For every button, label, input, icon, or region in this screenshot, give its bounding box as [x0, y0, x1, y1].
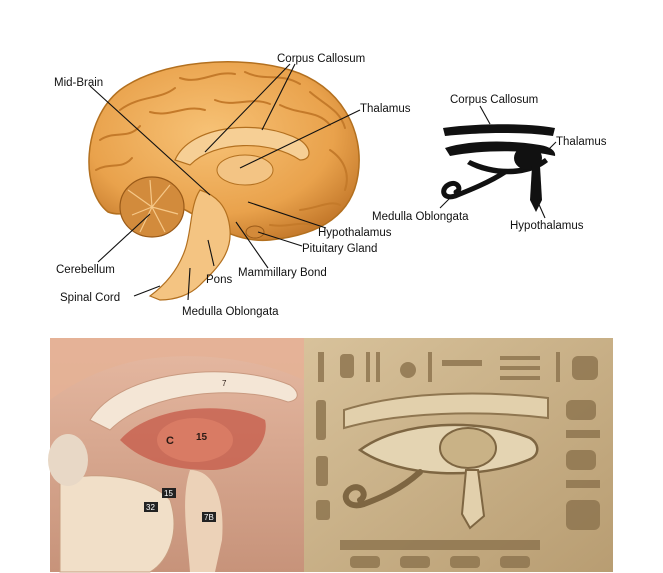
label-corpus-callosum: Corpus Callosum: [277, 53, 365, 65]
horus-spiral: [441, 169, 508, 200]
photo-corpus-callosum: [89, 371, 298, 431]
label-spinal-cord: Spinal Cord: [60, 292, 120, 304]
thalamus-shape: [216, 154, 274, 186]
eye-label-thalamus: Thalamus: [556, 136, 607, 148]
photo-marker-1: C: [166, 435, 174, 447]
photo-thalamus: [157, 418, 233, 462]
cerebrum-folds: [95, 71, 348, 227]
cerebellum-folds: [127, 179, 179, 233]
label-mid-brain: Mid-Brain: [54, 77, 103, 89]
photo-marker-2: 15: [196, 432, 208, 443]
photo-brainstem: [59, 475, 175, 573]
photo-cerebellum: [48, 434, 88, 486]
label-hypothalamus: Hypothalamus: [318, 227, 392, 239]
label-cerebellum: Cerebellum: [56, 264, 115, 276]
horus-lower-lid: [467, 158, 548, 175]
corpus-callosum-shape: [174, 126, 310, 166]
brain-leader-lines: [89, 63, 361, 301]
horus-eye-outline: [445, 141, 556, 156]
carved-spiral: [342, 469, 423, 509]
photo-marker-6: 7B: [204, 513, 214, 522]
brain-labels: Corpus Callosum Mid-Brain Thalamus Hypot…: [54, 53, 411, 318]
brain-section-photo: C 15 7 15 32 7B: [48, 338, 304, 573]
label-medulla-oblongata: Medulla Oblongata: [182, 306, 279, 318]
label-pons: Pons: [206, 274, 232, 286]
brainstem-shape: [148, 189, 231, 301]
label-mammillary-bond: Mammillary Bond: [238, 267, 327, 279]
photo-marker-3: 7: [222, 379, 227, 388]
eye-leader-lines: [439, 105, 557, 219]
carved-vertical-mark: [460, 469, 486, 530]
photo-markers: C 15 7 15 32 7B: [144, 379, 227, 522]
horus-pupil: [514, 146, 542, 170]
eye-of-horus-diagram: [441, 124, 556, 212]
eye-label-hypothalamus: Hypothalamus: [510, 220, 584, 232]
eye-labels: Corpus Callosum Thalamus Medulla Oblonga…: [372, 94, 607, 232]
pituitary-shape: [245, 225, 265, 239]
hieroglyph-glyphs: [316, 352, 600, 568]
horus-brow: [443, 124, 555, 136]
label-pituitary-gland: Pituitary Gland: [302, 243, 377, 255]
brain-illustration: [88, 61, 360, 301]
carved-pupil: [439, 427, 497, 469]
photo-cortex-fold: [50, 338, 304, 400]
horus-vertical-mark: [530, 166, 542, 212]
photo-marker-4: 15: [164, 489, 173, 498]
carved-brow: [343, 392, 549, 430]
eye-label-corpus-callosum: Corpus Callosum: [450, 94, 538, 106]
carved-eye-of-horus: [342, 392, 549, 530]
eye-label-medulla-oblongata: Medulla Oblongata: [372, 211, 469, 223]
label-thalamus: Thalamus: [360, 103, 411, 115]
photo-marker-5: 32: [146, 503, 155, 512]
stone-relief-photo: [304, 338, 613, 572]
